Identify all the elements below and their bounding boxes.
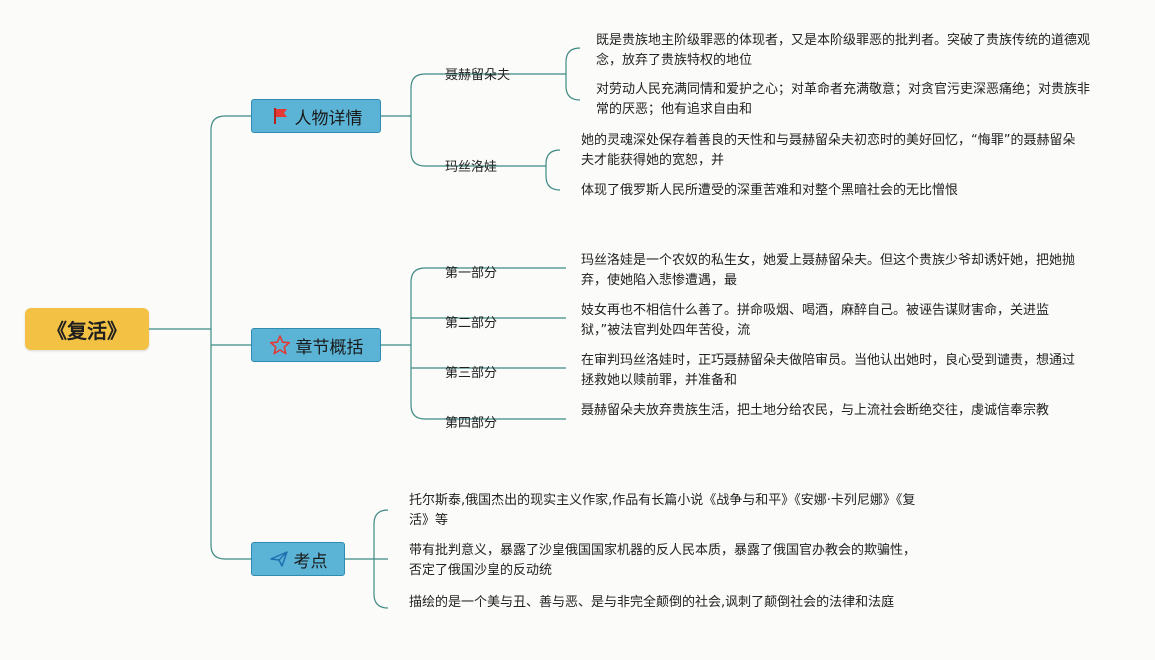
star-outline-icon (269, 334, 291, 356)
root-title: 《复活》 (47, 318, 127, 343)
leaf-text[interactable]: 对劳动人民充满同情和爱护之心；对革命者充满敬意；对贪官污吏深恶痛绝；对贵族非常的… (596, 82, 1091, 117)
sub-node-part-1[interactable]: 第一部分 (445, 266, 498, 281)
connector-trunk-vertical (210, 115, 226, 560)
connector-b3-vertical (373, 509, 389, 609)
leaf-text[interactable]: 托尔斯泰,俄国杰出的现实主义作家,作品有长篇小说《战争与和平》《安娜·卡列尼娜》… (409, 493, 916, 528)
leaf-text[interactable]: 妓女再也不相信什么善了。拼命吸烟、喝酒，麻醉自己。被诬告谋财害命，关进监狱，”被… (581, 303, 1050, 338)
branch-chapter-summary[interactable]: 章节概括 (251, 328, 381, 362)
sub-node-part-3[interactable]: 第三部分 (445, 366, 498, 381)
sub-node-nekhlyudov[interactable]: 聂赫留朵夫 (445, 68, 511, 83)
branch-exam-points[interactable]: 考点 (251, 542, 345, 576)
branch-label: 人物详情 (294, 108, 363, 129)
leaf-text[interactable]: 描绘的是一个美与丑、善与恶、是与非完全颠倒的社会,讽刺了颠倒社会的法律和法庭 (409, 595, 895, 610)
red-flag-icon (270, 106, 290, 126)
leaf-text[interactable]: 聂赫留朵夫放弃贵族生活，把土地分给农民，与上流社会断绝交往，虔诚信奉宗教 (581, 403, 1050, 418)
branch-label: 章节概括 (295, 337, 364, 358)
leaf-text[interactable]: 体现了俄罗斯人民所遭受的深重苦难和对整个黑暗社会的无比憎恨 (581, 183, 959, 198)
connector-b1-sub1-leaves (527, 47, 581, 101)
leaf-text[interactable]: 玛丝洛娃是一个农奴的私生女，她爱上聂赫留朵夫。但这个贵族少爷却诱奸她，把她抛弃，… (581, 253, 1076, 288)
sub-node-maslova[interactable]: 玛丝洛娃 (445, 160, 498, 175)
sub-node-part-2[interactable]: 第二部分 (445, 316, 498, 331)
branch-label: 考点 (293, 551, 328, 572)
root-node[interactable]: 《复活》 (25, 308, 149, 350)
leaf-text[interactable]: 在审判玛丝洛娃时，正巧聂赫留朵夫做陪审员。当他认出她时，良心受到谴责，想通过拯救… (581, 353, 1076, 388)
branch-character-details[interactable]: 人物详情 (251, 99, 381, 133)
leaf-text[interactable]: 带有批判意义，暴露了沙皇俄国国家机器的反人民本质，暴露了俄国官办教会的欺骗性，否… (409, 543, 917, 578)
paper-plane-icon (269, 549, 289, 569)
connector-b2-vertical (410, 267, 426, 420)
leaf-text[interactable]: 她的灵魂深处保存着善良的天性和与聂赫留朵夫初恋时的美好回忆，“悔罪”的聂赫留朵夫… (581, 133, 1076, 168)
leaf-text[interactable]: 既是贵族地主阶级罪恶的体现者，又是本阶级罪恶的批判者。突破了贵族传统的道德观念，… (596, 33, 1091, 68)
connector-b1-sub2-leaves (527, 149, 561, 191)
sub-node-part-4[interactable]: 第四部分 (445, 416, 498, 431)
connector-b1-vertical (410, 73, 426, 167)
